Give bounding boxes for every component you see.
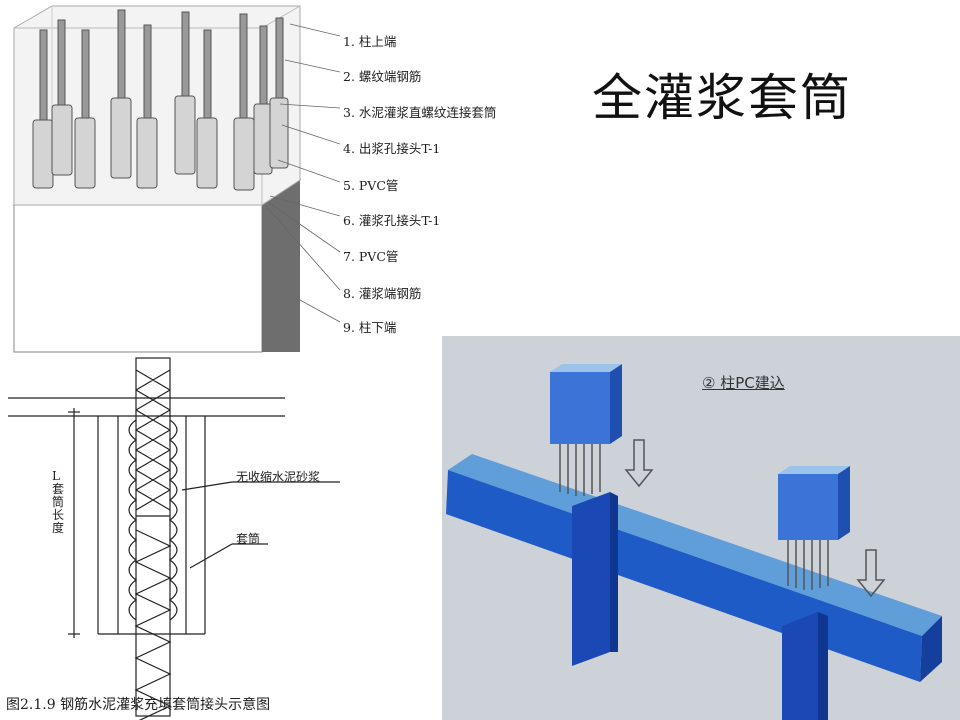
label-mortar: 无收缩水泥砂浆 (236, 470, 321, 484)
label-column-top: 1. 柱上端 (343, 34, 397, 49)
step-label: ② 柱PC建込 (702, 374, 785, 392)
label-outlet-joint: 4. 出浆孔接头T-1 (343, 141, 441, 156)
label-grout-rebar: 8. 灌浆端钢筋 (343, 286, 422, 301)
label-grout-sleeve: 3. 水泥灌浆直螺纹连接套筒 (343, 105, 497, 120)
label-threaded-rebar: 2. 螺纹端钢筋 (343, 69, 422, 84)
column-joint-illustration (12, 5, 340, 353)
precast-assembly-illustration (442, 336, 960, 720)
label-inlet-joint: 6. 灌浆孔接头T-1 (343, 213, 441, 228)
label-sleeve-length: L套筒长度 (52, 469, 65, 535)
figure-caption: 图2.1.9 钢筋水泥灌浆充填套筒接头示意图 (6, 697, 271, 713)
label-sleeve: 套筒 (236, 532, 261, 546)
label-column-bottom: 9. 柱下端 (343, 320, 397, 335)
label-pvc-pipe-1: 5. PVC管 (343, 178, 399, 193)
label-pvc-pipe-2: 7. PVC管 (343, 249, 399, 264)
slide-title: 全灌浆套筒 (592, 69, 852, 127)
sleeve-section-diagram (8, 357, 340, 720)
